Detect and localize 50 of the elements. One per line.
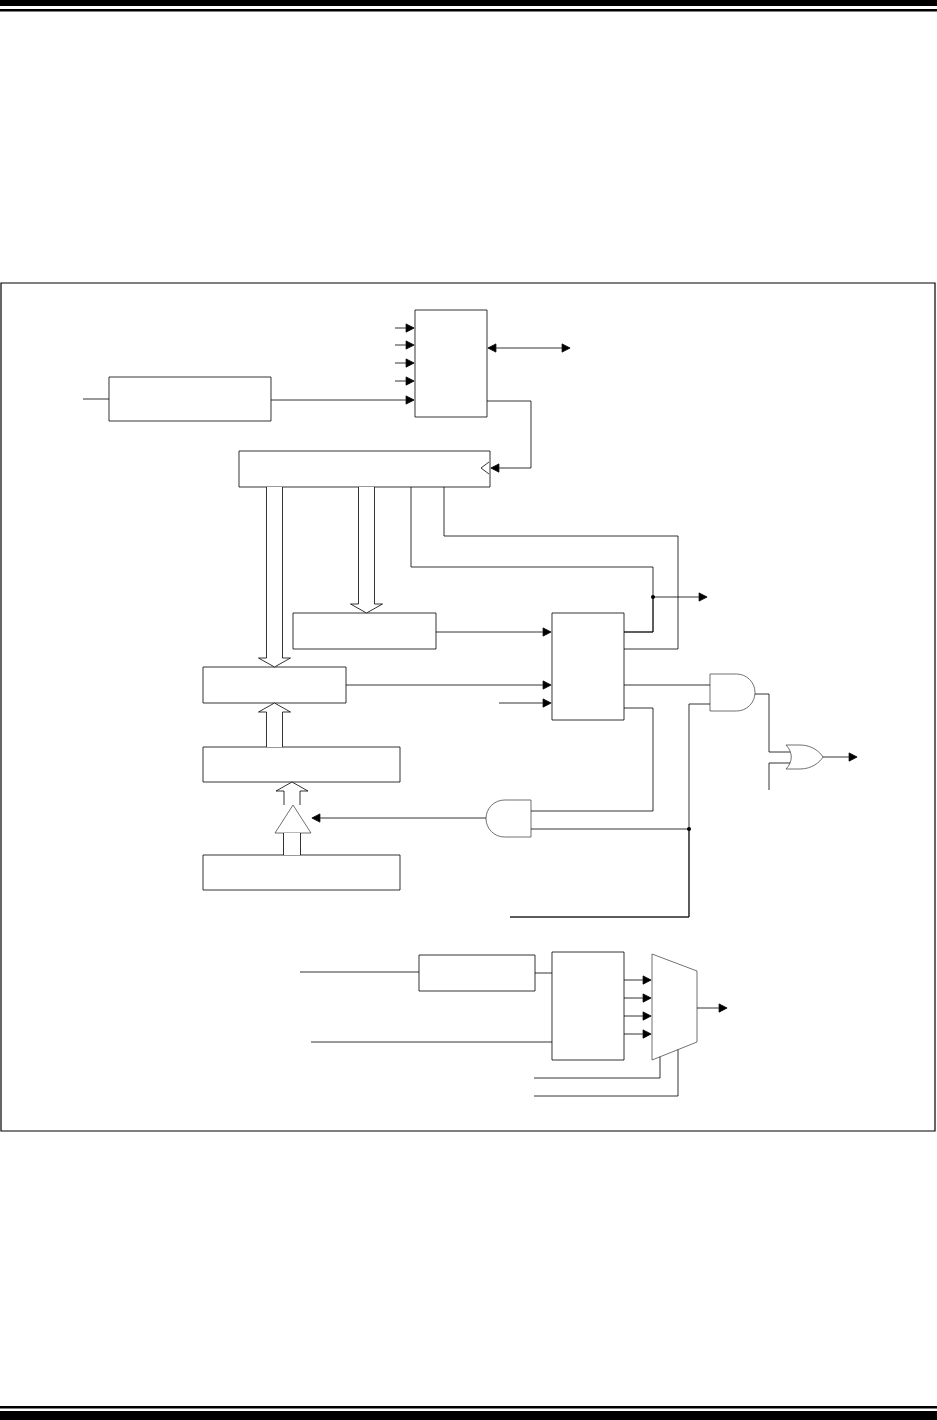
arrow [623, 993, 652, 1003]
and-gate [709, 673, 756, 712]
arrow [435, 627, 552, 637]
bus-line [283, 833, 301, 855]
signal-line [754, 693, 791, 753]
arrow [486, 400, 532, 473]
multiplexer-symbol [651, 953, 698, 1061]
signal-line [533, 1056, 661, 1079]
block-box [551, 612, 625, 721]
bus-arrow [258, 486, 291, 668]
and-gate [485, 799, 532, 838]
block-box [292, 612, 437, 650]
arrow [270, 395, 415, 405]
double-arrow [487, 343, 571, 353]
bus-arrow [275, 781, 309, 806]
signal-line [443, 486, 679, 650]
arrow [311, 813, 487, 823]
bus-arrow [258, 702, 291, 748]
signal-line [534, 972, 553, 974]
arrow [623, 1011, 652, 1021]
signal-line [768, 762, 791, 791]
block-box [108, 376, 272, 422]
signal-line [530, 707, 654, 812]
arrow [822, 752, 858, 762]
block-box [551, 951, 625, 1061]
bus-arrow [350, 486, 383, 614]
signal-line [509, 828, 690, 918]
arrow [696, 1003, 728, 1013]
signal-line [623, 684, 711, 686]
arrow [498, 698, 552, 708]
or-gate [785, 744, 824, 770]
arrow [394, 358, 415, 368]
block-box [202, 746, 401, 783]
arrow [394, 340, 415, 350]
arrow [623, 592, 708, 633]
buffer-triangle [274, 804, 312, 834]
arrow [394, 323, 415, 333]
block-box [414, 309, 488, 418]
block-box [418, 954, 536, 992]
block-box [238, 450, 491, 488]
block-box [202, 854, 401, 891]
signal-line [299, 971, 420, 973]
signal-line [82, 398, 110, 400]
arrow [345, 680, 552, 690]
arrow [623, 975, 652, 985]
signal-line [533, 1049, 679, 1097]
signal-line [310, 1041, 553, 1043]
block-box [202, 666, 347, 704]
arrow [623, 1029, 652, 1039]
arrow [394, 376, 415, 386]
